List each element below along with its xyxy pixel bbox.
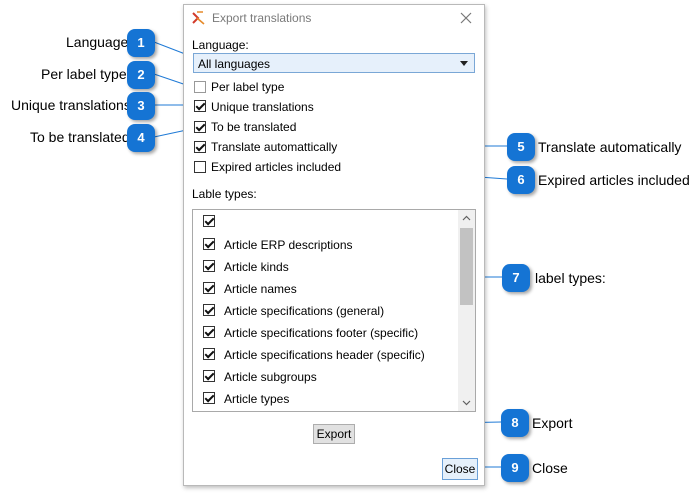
export-button[interactable]: Export [313, 424, 355, 444]
scrollbar-thumb[interactable] [460, 228, 473, 305]
per-label-type-label: Per label type [211, 80, 285, 94]
callout-label-9: Close [532, 460, 568, 476]
callout-label-1: Language [66, 34, 129, 50]
list-item-checkbox[interactable] [203, 215, 215, 227]
list-item[interactable]: Article kinds [203, 256, 458, 278]
per-label-type-checkbox[interactable] [194, 81, 206, 93]
expired-articles-label: Expired articles included [211, 160, 342, 174]
list-item[interactable]: Article names [203, 278, 458, 300]
callout-badge-6: 6 [507, 166, 535, 194]
export-translations-dialog: Export translations Language: All langua… [183, 4, 485, 486]
callout-badge-2: 2 [127, 61, 155, 89]
list-item[interactable]: Article ERP descriptions [203, 234, 458, 256]
callout-badge-9: 9 [501, 454, 529, 482]
vertical-scrollbar[interactable] [458, 210, 475, 411]
language-label: Language: [192, 38, 249, 52]
list-item[interactable] [203, 211, 458, 233]
list-item-checkbox[interactable] [203, 304, 215, 316]
callout-badge-4: 4 [127, 124, 155, 152]
list-item[interactable]: Article types [203, 388, 458, 410]
callout-badge-8: 8 [501, 409, 529, 437]
label-types-heading: Lable types: [192, 187, 257, 201]
list-item-label: Article subgroups [224, 370, 317, 384]
callout-label-5: Translate automatically [538, 139, 682, 155]
chevron-down-icon [460, 61, 468, 66]
unique-translations-checkbox[interactable] [194, 100, 206, 112]
list-item-checkbox[interactable] [203, 238, 215, 250]
label-types-list[interactable]: Article ERP descriptions Article kinds A… [192, 209, 476, 412]
to-be-translated-label: To be translated [211, 120, 297, 134]
list-item[interactable]: Article specifications header (specific) [203, 344, 458, 366]
callout-label-6: Expired articles included [538, 172, 690, 188]
list-item-checkbox[interactable] [203, 282, 215, 294]
list-item[interactable]: Article specifications (general) [203, 300, 458, 322]
callout-label-7: label types: [535, 270, 606, 286]
list-item-checkbox[interactable] [203, 370, 215, 382]
list-item-label: Article names [224, 282, 297, 296]
title-bar: Export translations [184, 5, 484, 33]
list-item-label: Article specifications footer (specific) [224, 326, 419, 340]
callout-badge-7: 7 [502, 264, 530, 292]
app-logo-icon [192, 11, 205, 25]
list-item-label: Article types [224, 392, 290, 406]
list-item-label: Article kinds [224, 260, 289, 274]
close-icon[interactable] [458, 10, 474, 26]
list-item-checkbox[interactable] [203, 260, 215, 272]
chevron-down-icon[interactable] [458, 394, 475, 411]
translate-automatically-checkbox[interactable] [194, 141, 206, 153]
close-button[interactable]: Close [442, 458, 478, 480]
callout-badge-3: 3 [127, 92, 155, 120]
translate-automatically-label: Translate automattically [211, 140, 338, 154]
language-select[interactable]: All languages [193, 53, 475, 73]
callout-label-3: Unique translations [11, 97, 131, 113]
callout-label-4: To be translated [30, 129, 130, 145]
callout-badge-1: 1 [127, 29, 155, 57]
list-item-label: Article specifications (general) [224, 304, 385, 318]
callout-label-2: Per label type [41, 66, 127, 82]
unique-translations-label: Unique translations [211, 100, 314, 114]
list-item-label: Article specifications header (specific) [224, 348, 425, 362]
list-item[interactable]: Article subgroups [203, 366, 458, 388]
list-item-label: Article ERP descriptions [224, 238, 353, 252]
to-be-translated-checkbox[interactable] [194, 121, 206, 133]
list-item-checkbox[interactable] [203, 348, 215, 360]
list-item-checkbox[interactable] [203, 326, 215, 338]
callout-badge-5: 5 [507, 133, 535, 161]
chevron-up-icon[interactable] [458, 210, 475, 227]
expired-articles-checkbox[interactable] [194, 161, 206, 173]
callout-label-8: Export [532, 415, 573, 431]
language-select-value: All languages [198, 57, 271, 71]
dialog-title: Export translations [212, 11, 312, 25]
list-item-checkbox[interactable] [203, 392, 215, 404]
list-item[interactable]: Article specifications footer (specific) [203, 322, 458, 344]
